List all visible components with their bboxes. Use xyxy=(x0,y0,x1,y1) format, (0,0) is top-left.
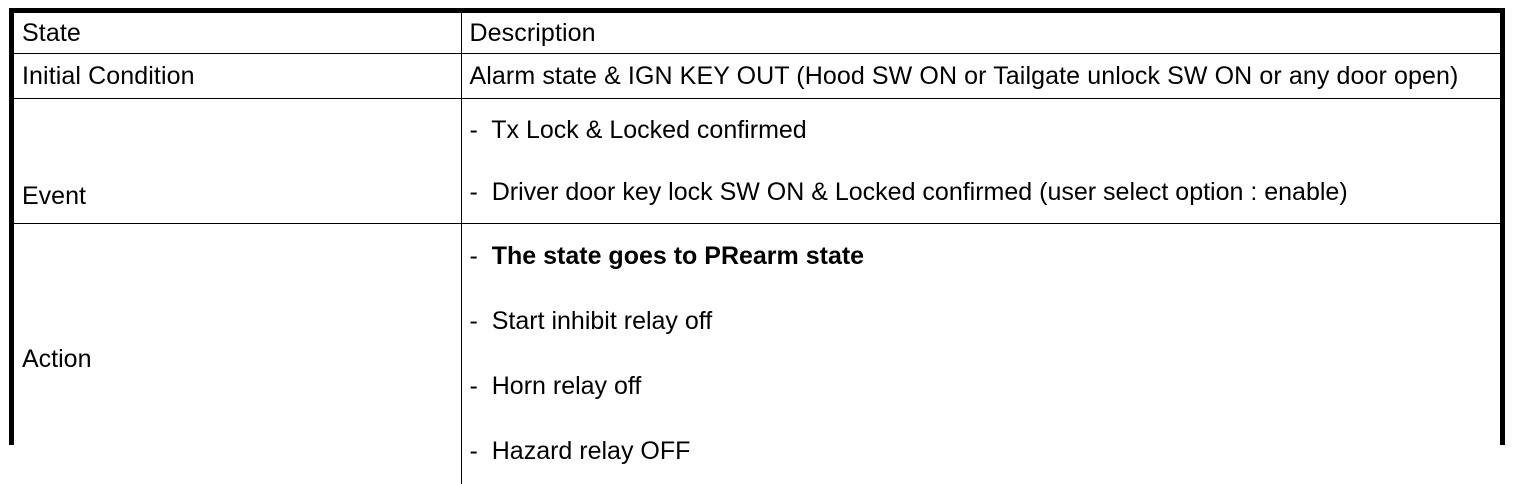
list-item: - Horn relay off xyxy=(462,354,1501,419)
list-item-label: Driver door key lock SW ON & Locked conf… xyxy=(491,177,1348,206)
row-label-action: Action xyxy=(14,222,462,484)
header-label-state: State xyxy=(22,18,81,47)
header-cell-state: State xyxy=(14,13,462,54)
row-label-text: Action xyxy=(22,344,92,373)
table-row: Action - The state goes to PRearm state … xyxy=(14,222,1501,484)
table-header-row: State Description xyxy=(14,13,1500,54)
row-label-initial-condition: Initial Condition xyxy=(14,52,462,99)
row-label-text: Initial Condition xyxy=(22,61,195,90)
list-item: - Tx Lock & Locked confirmed xyxy=(462,99,1501,161)
row-value-text: Alarm state & IGN KEY OUT (Hood SW ON or… xyxy=(469,61,1459,90)
bullet-dash-icon: - xyxy=(469,371,485,400)
list-item-label: Tx Lock & Locked confirmed xyxy=(491,115,807,144)
table-grid: State Description Initial Condition Alar… xyxy=(14,13,1500,484)
bullet-dash-icon: - xyxy=(469,115,485,144)
list-item-label: Horn relay off xyxy=(491,371,642,400)
row-label-event: Event xyxy=(14,97,462,224)
header-cell-description: Description xyxy=(460,13,1500,54)
list-item-label: Hazard relay OFF xyxy=(491,436,691,465)
list-item: - Start inhibit relay off xyxy=(462,289,1501,354)
list-item: - Hazard relay OFF xyxy=(462,419,1501,484)
page-root: State Description Initial Condition Alar… xyxy=(9,8,1505,484)
bullet-dash-icon: - xyxy=(469,306,485,335)
list-item: - The state goes to PRearm state xyxy=(462,224,1501,289)
action-bullet-list: - The state goes to PRearm state - Start… xyxy=(462,224,1501,484)
state-description-table: State Description Initial Condition Alar… xyxy=(9,8,1505,484)
row-value-event: - Tx Lock & Locked confirmed - Driver do… xyxy=(460,97,1501,224)
table-row: Initial Condition Alarm state & IGN KEY … xyxy=(14,52,1500,99)
list-item-label: Start inhibit relay off xyxy=(491,306,713,335)
list-item: - Driver door key lock SW ON & Locked co… xyxy=(462,161,1501,223)
row-value-action: - The state goes to PRearm state - Start… xyxy=(460,222,1501,484)
list-item-label: The state goes to PRearm state xyxy=(491,241,865,270)
row-value-initial-condition: Alarm state & IGN KEY OUT (Hood SW ON or… xyxy=(460,52,1500,99)
bullet-dash-icon: - xyxy=(469,177,485,206)
bullet-dash-icon: - xyxy=(469,241,485,270)
table-row: Event - Tx Lock & Locked confirmed - Dri… xyxy=(14,97,1501,224)
event-bullet-list: - Tx Lock & Locked confirmed - Driver do… xyxy=(462,99,1501,223)
bullet-dash-icon: - xyxy=(469,436,485,465)
header-label-description: Description xyxy=(469,18,596,47)
row-label-text: Event xyxy=(22,181,86,210)
